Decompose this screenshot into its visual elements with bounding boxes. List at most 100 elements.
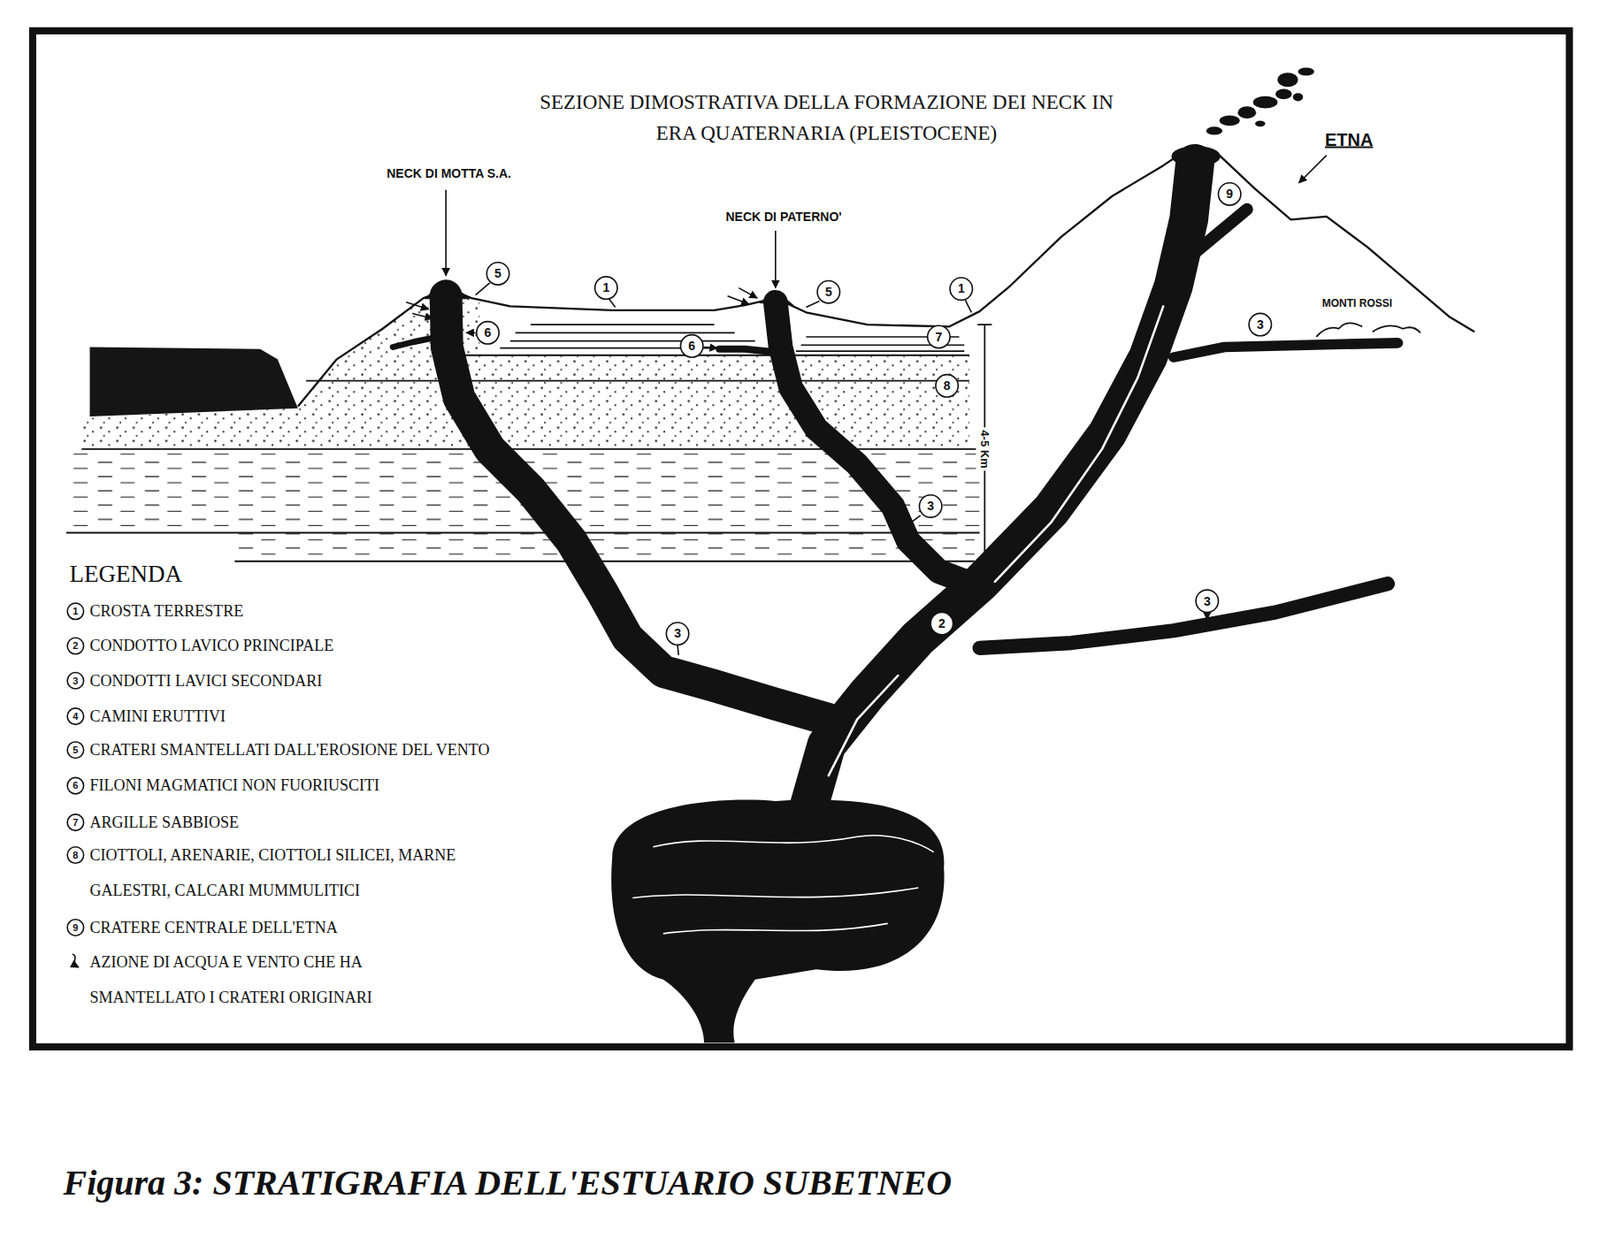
callout-circle [67, 708, 84, 725]
smoke-plume [1206, 126, 1223, 135]
leader-lines [964, 299, 972, 313]
smoke-plume [1219, 115, 1241, 127]
leader-lines [805, 301, 820, 308]
legend-number: 2 [72, 640, 78, 652]
smoke-plume [1298, 67, 1315, 76]
legend-text: FILONI MAGMATICI NON FUORIUSCITI [90, 767, 381, 804]
place-name: MONTI ROSSI [1322, 298, 1393, 311]
erosion-arrows [405, 302, 429, 310]
ground-profile [298, 153, 1475, 406]
lava-conduits [828, 306, 1164, 776]
magma-chamber [611, 800, 944, 1044]
callout-circle [67, 603, 84, 620]
erosion-arrows [727, 296, 750, 305]
neck-tops [758, 295, 794, 306]
callout-number: 8 [943, 378, 951, 393]
lava-conduits [392, 163, 1398, 817]
ground-profile [298, 153, 1475, 406]
neck-tops [424, 286, 470, 299]
lava-conduits [392, 336, 439, 348]
strata [234, 532, 974, 561]
smoke-plume [1277, 72, 1298, 87]
legend-text: CONDOTTO LAVICO PRINCIPALE [90, 627, 335, 664]
callout-circles [67, 183, 1271, 936]
leader-lines [609, 298, 616, 307]
leader-lines [445, 155, 1327, 656]
leader-lines [1206, 612, 1209, 620]
strata [90, 347, 299, 417]
callout-circle [595, 276, 618, 299]
legend-text: ARGILLE SABBIOSE [90, 804, 240, 841]
callout-number: 5 [825, 284, 833, 299]
legend-text: CROSTA TERRESTRE [90, 593, 245, 629]
figure-caption: Figura 3: STRATIGRAFIA DELL'ESTUARIO SUB… [63, 1162, 953, 1205]
smoke-plume [1255, 120, 1266, 127]
callout-circle [67, 919, 84, 936]
callout-circle [817, 281, 840, 304]
leader-lines [1299, 155, 1327, 184]
callout-circle [666, 622, 689, 645]
callout-number: 5 [494, 266, 502, 281]
strata [479, 298, 970, 356]
leader-lines [444, 190, 447, 276]
erosion-arrows [72, 954, 79, 968]
magma-chamber [611, 800, 944, 1044]
callout-circle [67, 637, 84, 654]
callout-circle [67, 847, 84, 864]
legend-number: 4 [72, 711, 78, 723]
legend-text: CONDOTTI LAVICI SECONDARI [90, 663, 323, 699]
neck-label: NECK DI PATERNO' [725, 209, 842, 224]
callout-circle [476, 321, 499, 345]
callout-number: 3 [1256, 317, 1264, 332]
callout-number: 9 [1225, 186, 1233, 201]
lava-conduits [805, 163, 1195, 817]
callout-circle [930, 612, 953, 635]
callout-number: 3 [673, 626, 682, 641]
legend-text: CAMINI ERUTTIVI [90, 698, 226, 735]
callout-number: 1 [957, 281, 965, 296]
callout-circle [67, 777, 84, 794]
magma-chamber [632, 835, 934, 934]
dimension-label: 4-5 Km [976, 427, 994, 471]
callout-circle [486, 262, 509, 285]
legend-text: CRATERI SMANTELLATI DALL'EROSIONE DEL VE… [90, 732, 490, 768]
legend-number: 5 [72, 744, 78, 757]
callout-circle [67, 673, 84, 689]
smoke-plume [1206, 67, 1315, 135]
lava-conduits [719, 349, 775, 353]
legend-number: 3 [72, 674, 78, 687]
callout-circle [67, 742, 84, 758]
callout-number: 3 [926, 498, 934, 513]
volcano-name: ETNA [1324, 130, 1373, 151]
diagram-title: SEZIONE DIMOSTRATIVA DELLA FORMAZIONE DE… [536, 86, 1117, 149]
neck-tops [1171, 145, 1220, 167]
callout-circle [1248, 313, 1271, 336]
legend-number: 7 [72, 817, 78, 829]
callout-circle [1195, 589, 1218, 613]
legend-number: 9 [72, 921, 78, 934]
strata [81, 289, 970, 450]
leader-lines [911, 515, 920, 522]
smoke-plume [1275, 89, 1292, 100]
callout-number: 3 [1203, 593, 1211, 608]
legend-number: 1 [72, 605, 78, 618]
callout-circle [949, 277, 973, 300]
lava-conduits [979, 583, 1388, 649]
neck-tops [424, 145, 1221, 306]
ground-profile [1316, 322, 1421, 337]
smoke-plume [1293, 92, 1304, 101]
smoke-plume [1237, 106, 1256, 119]
smoke-plume [1253, 96, 1279, 109]
legend-text: CIOTTOLI, ARENARIE, CIOTTOLI SILICEI, MA… [90, 837, 460, 909]
leader-lines [475, 283, 490, 296]
callout-number: 1 [602, 280, 610, 295]
leader-lines [774, 230, 777, 289]
callout-number: 7 [934, 329, 942, 345]
erosion-arrows [412, 313, 433, 319]
callout-number: 2 [938, 616, 946, 631]
strata [66, 289, 980, 562]
leader-lines [677, 644, 679, 656]
callout-circle [935, 375, 958, 398]
